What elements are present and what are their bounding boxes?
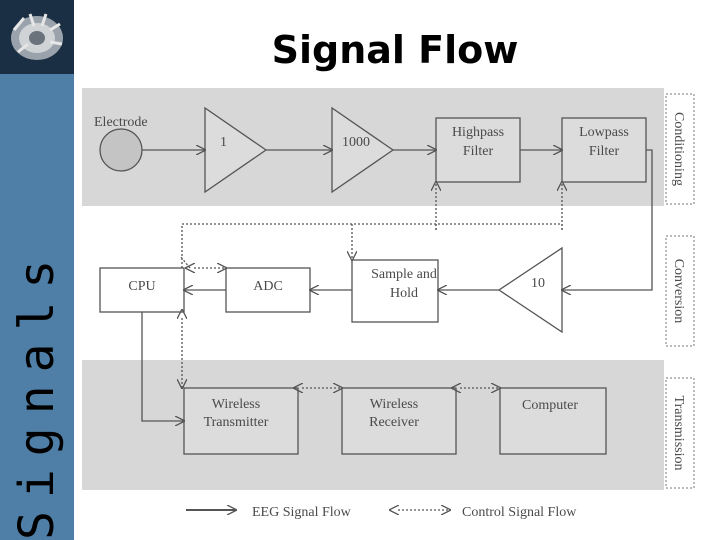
electrode-icon bbox=[99, 128, 143, 172]
amplifier-2-gain: 1000 bbox=[342, 135, 370, 150]
sample-hold-label-1: Sample and bbox=[371, 267, 437, 282]
sidebar: Signals bbox=[0, 0, 74, 540]
sample-hold-label-2: Hold bbox=[390, 286, 418, 301]
conditioning-label-box bbox=[665, 93, 695, 205]
logo-icon bbox=[0, 0, 74, 74]
adc-label: ADC bbox=[253, 279, 283, 294]
legend-eeg-label: EEG Signal Flow bbox=[252, 505, 352, 520]
cpu-label: CPU bbox=[128, 279, 155, 294]
control-signal-arrows bbox=[180, 182, 562, 388]
legend-control-label: Control Signal Flow bbox=[462, 505, 577, 520]
highpass-filter-box bbox=[435, 117, 521, 183]
sample-hold-box bbox=[351, 259, 439, 323]
conversion-label-box bbox=[665, 235, 695, 347]
signal-flow-diagram: Conditioning Conversion Transmission Ele… bbox=[82, 88, 695, 520]
section-label-conditioning: Conditioning bbox=[671, 112, 686, 186]
wireless-transmitter-box bbox=[183, 387, 299, 455]
section-label-transmission: Transmission bbox=[671, 396, 686, 471]
cpu-box bbox=[99, 267, 185, 313]
slide-title: Signal Flow bbox=[271, 28, 519, 72]
computer-label: Computer bbox=[522, 398, 578, 413]
wireless-receiver-label-1: Wireless bbox=[370, 397, 418, 412]
section-label-conversion: Conversion bbox=[671, 259, 686, 324]
wireless-transmitter-label-1: Wireless bbox=[212, 397, 260, 412]
wireless-receiver-box bbox=[341, 387, 457, 455]
eeg-signal-arrows bbox=[141, 150, 653, 421]
electrode-label: Electrode bbox=[94, 115, 148, 130]
lowpass-filter-label-1: Lowpass bbox=[579, 125, 629, 140]
computer-box bbox=[499, 387, 607, 455]
wireless-receiver-label-2: Receiver bbox=[369, 415, 419, 430]
amplifier-1-gain: 1 bbox=[220, 135, 227, 150]
highpass-filter-label-1: Highpass bbox=[452, 125, 504, 140]
amplifier-3-gain: 10 bbox=[531, 276, 545, 291]
wireless-transmitter-label-2: Transmitter bbox=[204, 415, 269, 430]
lowpass-filter-label-2: Filter bbox=[589, 144, 620, 159]
highpass-filter-label-2: Filter bbox=[463, 144, 494, 159]
transmission-label-box bbox=[665, 377, 695, 489]
sidebar-title: Signals bbox=[9, 246, 65, 540]
lowpass-filter-box bbox=[561, 117, 647, 183]
